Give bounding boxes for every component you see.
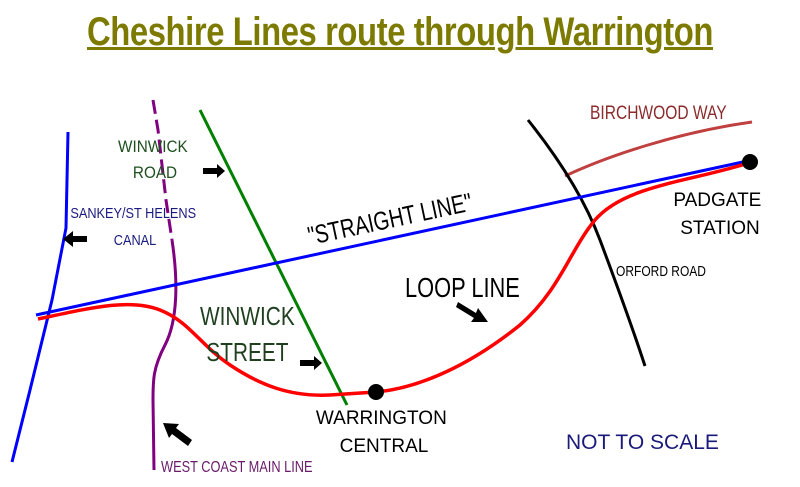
straight-line-label: "STRAIGHT LINE" bbox=[305, 187, 475, 250]
canal-label: SANKEY/ST HELENS CANAL bbox=[70, 204, 199, 248]
west-coast-main-line bbox=[151, 239, 178, 471]
sankey-canal-line bbox=[10, 131, 70, 463]
arrow-icon bbox=[63, 164, 488, 446]
not-to-scale-label: NOT TO SCALE bbox=[566, 431, 719, 454]
west-coast-main-line-dashed bbox=[151, 99, 174, 241]
loop-line bbox=[37, 160, 753, 397]
padgate-station-dot bbox=[742, 154, 758, 170]
birchwood-way-label: BIRCHWOOD WAY bbox=[590, 102, 727, 124]
west-coast-main-line-label: WEST COAST MAIN LINE bbox=[161, 459, 313, 477]
padgate-station-label: PADGATE STATION bbox=[673, 190, 766, 239]
orford-road-line bbox=[526, 119, 647, 367]
straight-line bbox=[35, 158, 753, 317]
diagram-title: Cheshire Lines route through Warrington bbox=[86, 10, 714, 54]
warrington-central-station-dot bbox=[368, 384, 384, 400]
winwick-street-label: WINWICK STREET bbox=[200, 302, 300, 367]
winwick-road-label: WINWICK ROAD bbox=[118, 137, 192, 182]
winwick-road-line bbox=[198, 109, 349, 406]
loop-line-label: LOOP LINE bbox=[405, 272, 520, 303]
orford-road-label: ORFORD ROAD bbox=[616, 263, 706, 280]
warrington-central-label: WARRINGTON CENTRAL bbox=[316, 408, 452, 457]
birchwood-way-line bbox=[564, 120, 753, 178]
